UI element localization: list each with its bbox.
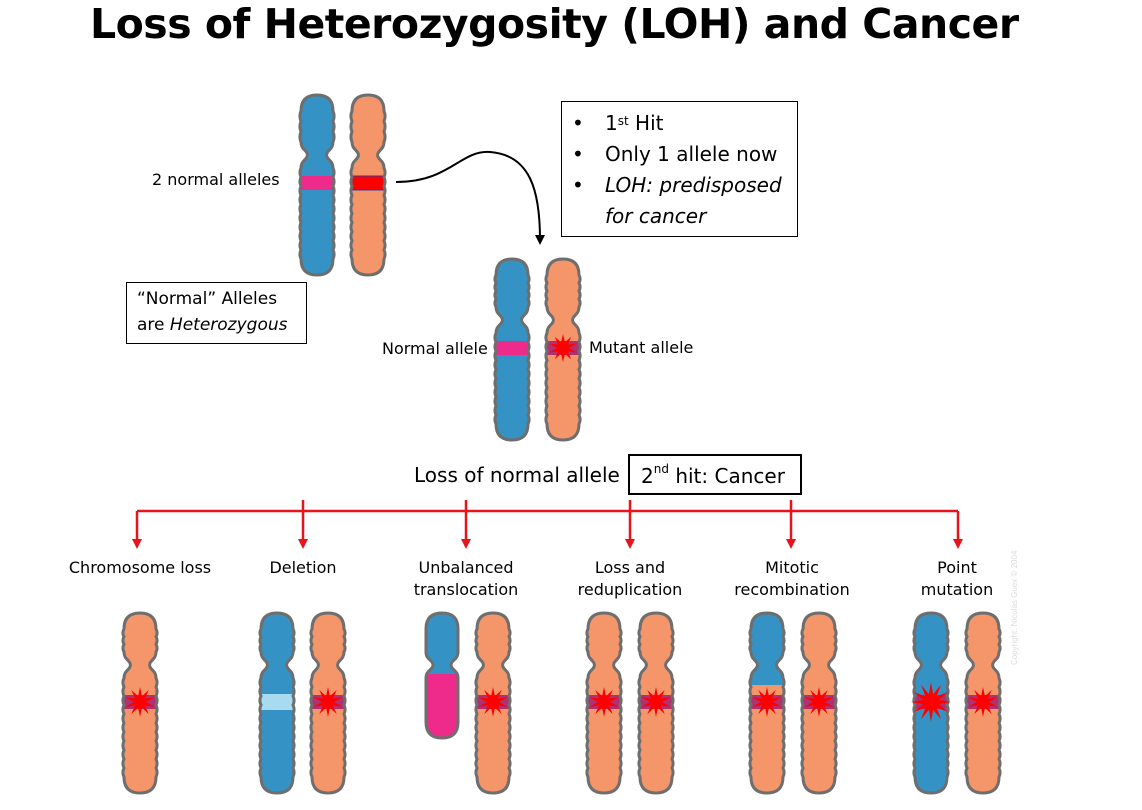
chromosome-deletion-orange: [309, 611, 347, 795]
first-hit-box: • 1st Hit • Only 1 allele now • LOH: pre…: [561, 101, 798, 237]
chromosome-redup-orange-1: [585, 611, 623, 795]
chromosome-mid-orange: [544, 257, 582, 442]
mutation-star-icon: [125, 687, 155, 717]
chromosome-point-blue: [911, 611, 951, 795]
chromosome-point-orange: [964, 611, 1002, 795]
mutation-star-icon: [804, 687, 834, 717]
chromosome-mid-blue: [493, 257, 531, 442]
chromosomes: [121, 93, 1002, 795]
allele-band: [350, 175, 386, 191]
first-hit-bullet-1: • 1st Hit: [572, 111, 664, 135]
second-hit-box: 2nd hit: Cancer: [628, 454, 802, 495]
mutation-star-icon: [752, 687, 782, 717]
mutation-star-icon: [313, 687, 343, 717]
mutation-star-icon: [549, 334, 577, 362]
mechanism-label-deletion: Deletion: [269, 558, 337, 577]
mutation-star-icon: [968, 687, 998, 717]
allele-band: [259, 694, 295, 710]
mutant-allele-label: Mutant allele: [589, 338, 694, 357]
mutation-star-icon: [478, 687, 508, 717]
chromosome-recomb-blue: [748, 611, 786, 795]
first-hit-bullet-3: • LOH: predisposed: [572, 173, 782, 197]
allele-band: [299, 176, 335, 190]
chromosome-loss-orange: [121, 611, 159, 795]
heterozygous-note-line1: “Normal” Alleles: [137, 289, 278, 309]
allele-band: [494, 341, 530, 355]
mutation-star-icon: [589, 687, 619, 717]
chromosome-top-blue: [298, 93, 336, 277]
branch-lines: [132, 500, 963, 549]
mutation-star-icon: [641, 687, 671, 717]
heterozygous-note-box: “Normal” Alleles are Heterozygous: [126, 282, 307, 344]
loss-of-normal-allele-label: Loss of normal allele: [414, 463, 620, 487]
chromosome-redup-orange-2: [637, 611, 675, 795]
first-hit-bullet-3-cont: for cancer: [605, 204, 707, 228]
heterozygous-note-line2: are Heterozygous: [137, 315, 288, 335]
mutation-star-icon: [911, 682, 951, 722]
chromosome-top-orange: [349, 93, 387, 277]
copyright-watermark: Copyright: Nicolas Guex © 2004: [1010, 550, 1019, 665]
two-normal-alleles-label: 2 normal alleles: [152, 170, 280, 189]
chromosome-translocation-blue: [424, 611, 460, 740]
chromosome-translocation-orange: [474, 611, 512, 795]
chromosome-deletion-blue: [258, 611, 296, 795]
hit-arrow: [395, 150, 545, 245]
normal-allele-label: Normal allele: [382, 339, 488, 358]
first-hit-bullet-2: • Only 1 allele now: [572, 142, 778, 166]
chromosome-recomb-orange: [800, 611, 838, 795]
second-hit-label: 2nd hit: Cancer: [641, 462, 785, 488]
page-title: Loss of Heterozygosity (LOH) and Cancer: [90, 0, 1019, 48]
mechanism-label-chromosome-loss: Chromosome loss: [68, 558, 212, 577]
